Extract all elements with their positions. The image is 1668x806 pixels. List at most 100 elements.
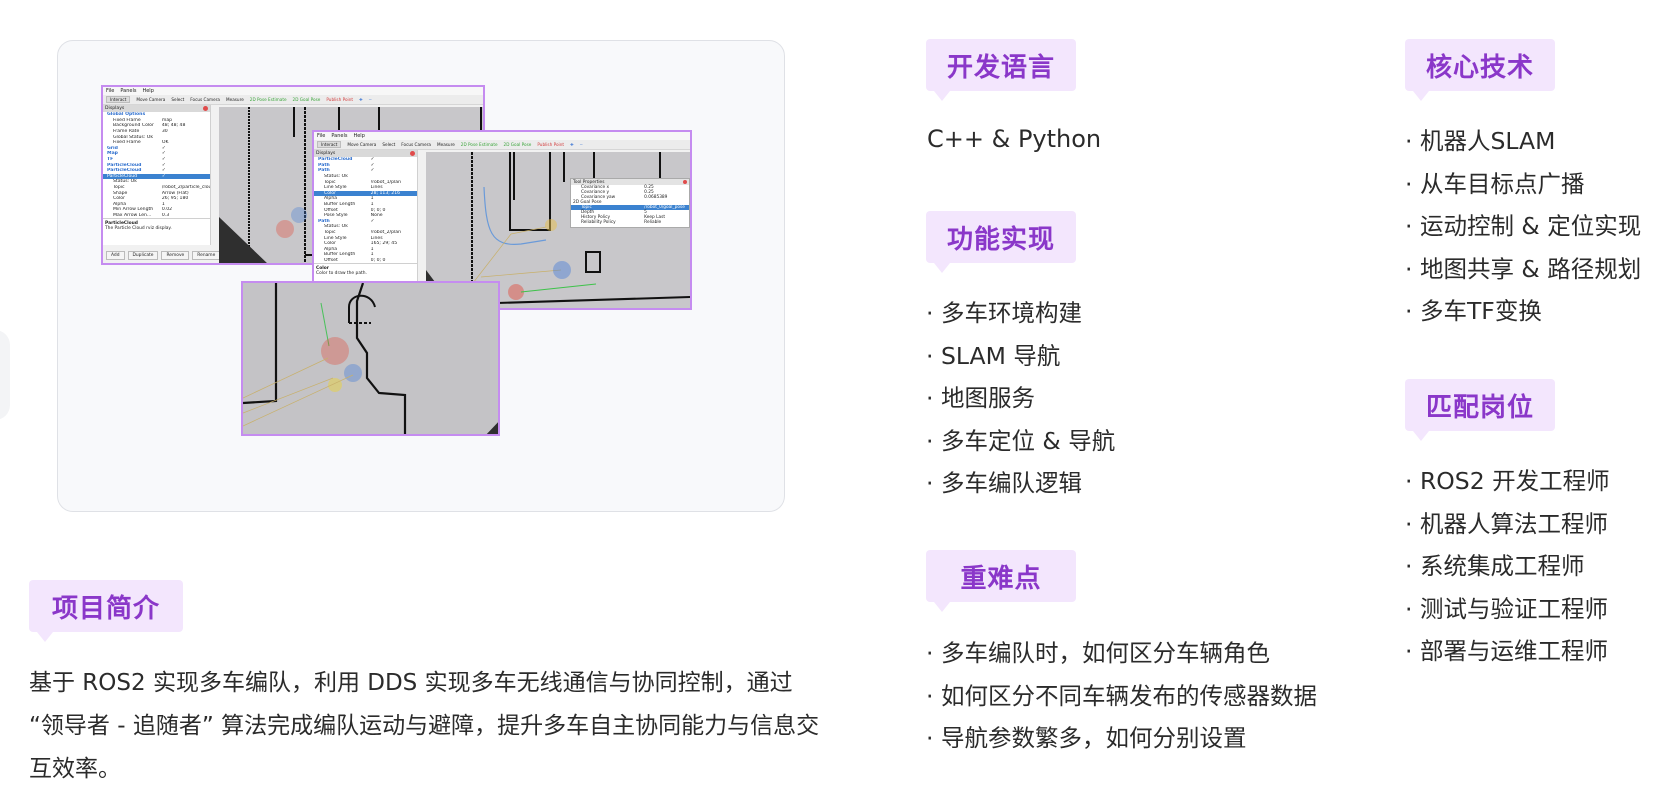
tree-row[interactable]: Topic/robot_1/plan — [314, 179, 417, 185]
tool-select[interactable]: Select — [171, 97, 185, 102]
tool-interact[interactable]: Interact — [106, 96, 131, 103]
tree-row[interactable]: Map✓ — [103, 151, 210, 157]
tool-2d-goal-pose[interactable]: 2D Goal Pose — [292, 97, 321, 102]
property-name: Offset — [324, 207, 338, 213]
tree-row[interactable]: ParticleCloud✓ — [314, 157, 417, 163]
tool-publish-point[interactable]: Publish Point — [537, 142, 564, 147]
tool-property-row[interactable]: 2D Goal Pose — [571, 200, 689, 205]
property-value: /robot_0/goal_pose — [644, 205, 685, 210]
tree-row[interactable]: Path✓ — [314, 163, 417, 169]
tree-row[interactable]: ParticleCloud✓ — [103, 168, 210, 174]
property-name: Alpha — [113, 201, 127, 207]
plus-icon[interactable]: ✚ — [359, 97, 363, 102]
plus-icon[interactable]: ✚ — [570, 142, 574, 147]
remove-button[interactable]: Remove — [161, 251, 190, 260]
menu-file[interactable]: File — [106, 88, 115, 94]
close-icon[interactable] — [410, 151, 415, 156]
toolbar: Interact Move Camera Select Focus Camera… — [103, 95, 483, 105]
tool-2d-pose-estimate[interactable]: 2D Pose Estimate — [460, 142, 498, 147]
tree-row[interactable]: Path✓ — [314, 168, 417, 174]
tree-row[interactable]: Path✓ — [314, 219, 417, 225]
tool-measure[interactable]: Measure — [226, 97, 244, 102]
rename-button[interactable]: Rename — [192, 251, 221, 260]
language-value: C++ & Python — [927, 125, 1102, 153]
minus-icon[interactable]: − — [579, 142, 584, 147]
tool-publish-point[interactable]: Publish Point — [326, 97, 353, 102]
tool-focus-camera[interactable]: Focus Camera — [190, 97, 220, 102]
tree-row[interactable]: Status: Ok — [103, 179, 210, 185]
property-name: Path — [318, 162, 330, 168]
property-value: 48; 48; 48 — [161, 123, 186, 129]
close-icon[interactable] — [683, 180, 687, 184]
features-tag: 功能实现 — [926, 211, 1076, 273]
tree-row[interactable]: Global Status: Ok — [103, 134, 210, 140]
menu-help[interactable]: Help — [142, 88, 154, 94]
menu-file[interactable]: File — [317, 133, 326, 139]
description-title: ParticleCloud — [105, 221, 138, 227]
tree-row[interactable]: ParticleCloud✓ — [103, 162, 210, 168]
tool-focus-camera[interactable]: Focus Camera — [401, 142, 431, 147]
displays-header: Displays — [103, 105, 210, 112]
tree-row[interactable]: Global Options — [103, 112, 210, 118]
tree-row[interactable]: Topic/robot_2/plan — [314, 230, 417, 236]
tool-move-camera[interactable]: Move Camera — [347, 142, 377, 147]
list-item: 机器人算法工程师 — [1405, 503, 1610, 546]
minus-icon[interactable]: − — [368, 97, 373, 102]
tree-row[interactable]: TF✓ — [103, 157, 210, 163]
property-name: Fixed Frame — [113, 117, 141, 123]
property-value: Lines — [370, 185, 383, 191]
tool-2d-pose-estimate[interactable]: 2D Pose Estimate — [249, 97, 287, 102]
tool-property-row[interactable]: Topic/robot_0/goal_pose — [571, 205, 689, 210]
duplicate-button[interactable]: Duplicate — [127, 251, 159, 260]
menu-help[interactable]: Help — [353, 133, 365, 139]
list-item: 测试与验证工程师 — [1405, 588, 1610, 631]
tool-move-camera[interactable]: Move Camera — [136, 97, 166, 102]
tree-row[interactable]: ParticleCloud✓ — [103, 173, 210, 180]
tool-measure[interactable]: Measure — [437, 142, 455, 147]
property-value: ✓ — [370, 168, 375, 174]
tree-row[interactable]: Max Arrow Len...0.3 — [103, 213, 210, 219]
tree-row[interactable]: Grid✓ — [103, 146, 210, 152]
menu-panels[interactable]: Panels — [120, 88, 137, 94]
close-icon[interactable] — [203, 106, 208, 111]
menu-bar: File Panels Help — [314, 132, 690, 140]
add-button[interactable]: Add — [106, 251, 125, 260]
list-item: ROS2 开发工程师 — [1405, 460, 1610, 503]
tool-2d-goal-pose[interactable]: 2D Goal Pose — [503, 142, 532, 147]
tool-interact[interactable]: Interact — [317, 141, 342, 148]
map-drawing-3[interactable] — [243, 283, 500, 436]
tree-row[interactable]: Topic/robot_2/particle_clou — [103, 185, 210, 191]
menu-panels[interactable]: Panels — [331, 133, 348, 139]
tree-row[interactable]: Status: Ok — [314, 224, 417, 230]
tree-row[interactable]: Status: Ok — [314, 174, 417, 180]
tool-select[interactable]: Select — [382, 142, 396, 147]
property-name: Reliability Policy — [581, 220, 616, 225]
